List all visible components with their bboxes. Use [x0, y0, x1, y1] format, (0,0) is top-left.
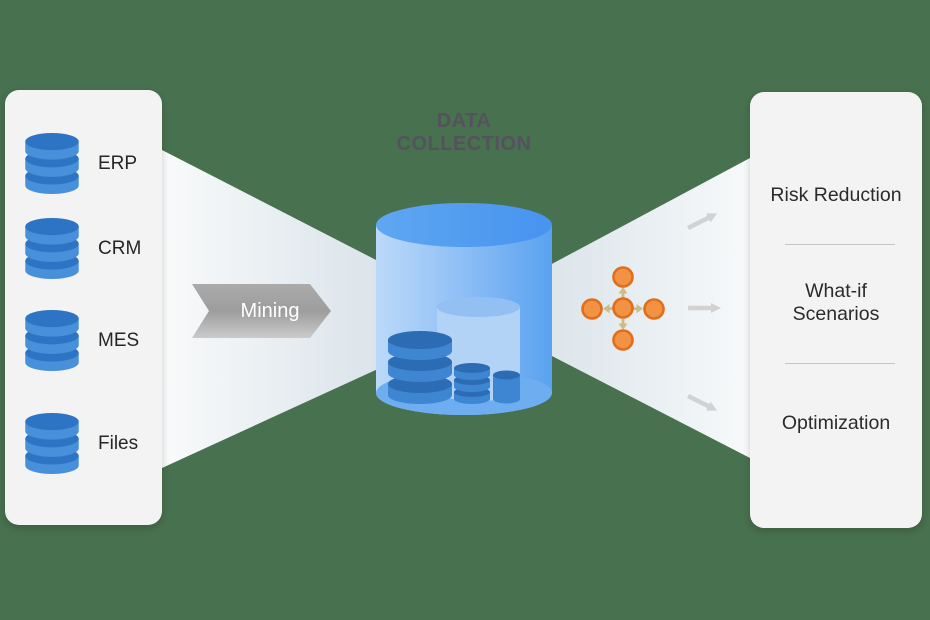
arrow-up-right-icon: [686, 213, 718, 231]
outcome-risk-reduction: Risk Reduction: [770, 184, 902, 206]
database-icon: [25, 217, 79, 280]
divider: [785, 363, 895, 364]
node-center: [612, 297, 634, 319]
source-item-crm: CRM: [22, 217, 141, 280]
database-icon: [25, 132, 79, 195]
inner-tiny-cylinder: [493, 370, 520, 404]
database-icon: [25, 412, 79, 475]
outcome-optimization: Optimization: [781, 412, 891, 434]
node-right: [643, 298, 665, 320]
orange-nodes-icon: [581, 266, 665, 351]
source-label: ERP: [98, 152, 138, 174]
node-circles: [581, 266, 665, 351]
source-label: MES: [98, 329, 140, 351]
source-label: CRM: [98, 237, 142, 259]
cylinder-top: [376, 203, 552, 247]
outcome-arrows: [686, 213, 721, 411]
outcome-label: What-if Scenarios: [792, 280, 880, 325]
node-left: [581, 298, 603, 320]
inner-disc-stack-small: [454, 363, 490, 404]
outcome-what-if-scenarios: What-if Scenarios: [750, 280, 922, 326]
arrow-down-right-icon: [686, 393, 718, 411]
diagram-title: DATA COLLECTION: [366, 110, 562, 156]
mining-arrow: Mining: [192, 283, 332, 339]
source-item-erp: ERP: [22, 132, 137, 195]
outcomes-panel: Risk Reduction What-if Scenarios Optimiz…: [750, 92, 922, 528]
data-sources-panel: ERP CRM MES Files: [5, 90, 162, 525]
divider: [785, 244, 895, 245]
database-icon: [25, 309, 79, 372]
chevron-arrow-shape: [192, 284, 331, 338]
title-line-1: DATA: [436, 110, 492, 132]
cylinder-database-icon: [376, 203, 552, 415]
mining-label: Mining: [240, 299, 300, 322]
source-label: Files: [98, 432, 139, 454]
outward-arrows: [603, 287, 643, 330]
source-item-mes: MES: [22, 309, 139, 372]
node-top: [612, 266, 634, 288]
inner-disc-stack-large: [388, 331, 452, 404]
node-bottom: [612, 329, 634, 351]
title-line-2: COLLECTION: [396, 133, 532, 155]
source-item-files: Files: [22, 412, 138, 475]
